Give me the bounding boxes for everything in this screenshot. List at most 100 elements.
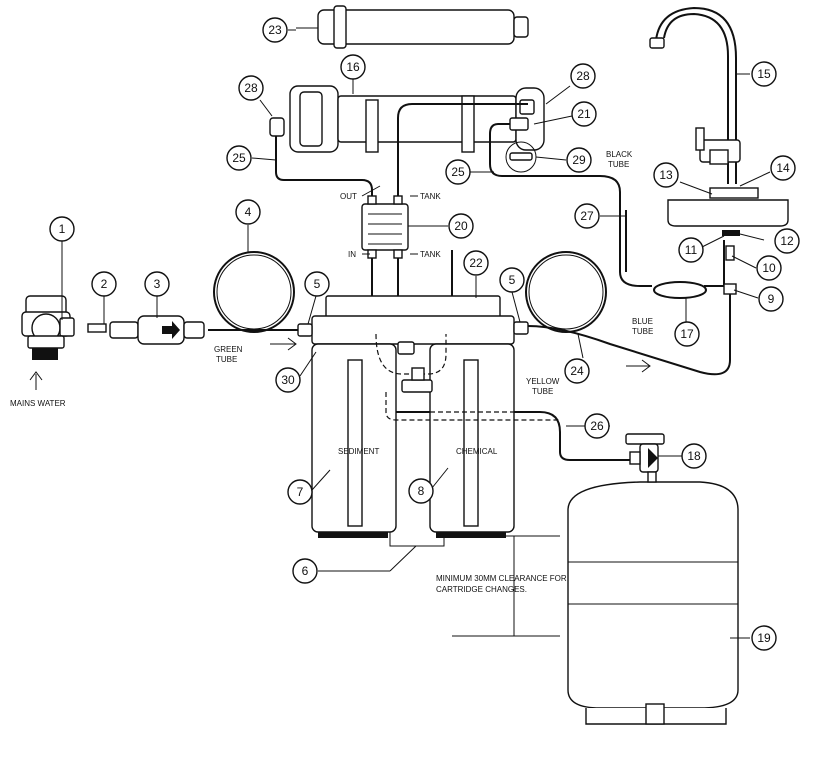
callout-11: 11: [678, 237, 704, 263]
tank-ball-valve: [625, 433, 665, 483]
callout-25-left: 25: [226, 145, 252, 171]
svg-text:28: 28: [244, 81, 258, 95]
svg-text:5: 5: [314, 277, 321, 291]
svg-text:26: 26: [590, 419, 604, 433]
label-green-tube-1: GREEN: [214, 345, 243, 354]
callout-4: 4: [235, 199, 261, 225]
svg-text:28: 28: [576, 69, 590, 83]
callout-7: 7: [287, 479, 313, 505]
callout-10: 10: [756, 255, 782, 281]
callout-8: 8: [408, 478, 434, 504]
callout-13: 13: [653, 162, 679, 188]
svg-text:25: 25: [451, 165, 465, 179]
filter-bracket: [297, 295, 529, 345]
callout-5-left: 5: [304, 271, 330, 297]
svg-text:6: 6: [302, 564, 309, 578]
svg-text:25: 25: [232, 151, 246, 165]
callout-29: 29: [566, 147, 592, 173]
svg-text:21: 21: [577, 107, 591, 121]
label-yellow-tube-2: TUBE: [532, 387, 553, 396]
callout-15: 15: [751, 61, 777, 87]
svg-text:1: 1: [59, 222, 66, 236]
callout-16: 16: [340, 54, 366, 80]
svg-text:9: 9: [768, 292, 775, 306]
sediment-housing: [311, 343, 397, 538]
flow-arrows: [29, 337, 651, 390]
label-yellow-tube-1: YELLOW: [526, 377, 560, 386]
spare-membrane: [296, 5, 529, 49]
svg-text:10: 10: [762, 261, 776, 275]
label-clearance-1: MINIMUM 30MM CLEARANCE FOR: [436, 574, 567, 583]
svg-text:23: 23: [268, 23, 282, 37]
label-chemical: CHEMICAL: [456, 447, 498, 456]
auto-shutoff-valve: [361, 195, 409, 259]
svg-text:13: 13: [659, 168, 673, 182]
svg-text:4: 4: [245, 205, 252, 219]
elbow-fitting-left: [269, 117, 285, 137]
label-clearance-2: CARTRIDGE CHANGES.: [436, 585, 527, 594]
tube-connector: [87, 323, 107, 333]
svg-text:16: 16: [346, 60, 360, 74]
parts-artwork: [21, 5, 789, 725]
clearance-lines: [452, 535, 560, 637]
svg-text:18: 18: [687, 449, 701, 463]
label-in: IN: [348, 250, 356, 259]
faucet: [649, 6, 741, 184]
svg-text:8: 8: [418, 484, 425, 498]
callout-5-right: 5: [499, 267, 525, 293]
callout-20: 20: [448, 213, 474, 239]
label-blue-tube-2: TUBE: [632, 327, 653, 336]
svg-text:15: 15: [757, 67, 771, 81]
connector-valves: [397, 341, 433, 393]
callout-1: 1: [49, 216, 75, 242]
label-tank-bottom: TANK: [420, 250, 441, 259]
svg-text:7: 7: [297, 485, 304, 499]
callouts: 1 2 3 4 5 5 6 7 8 9 10 11 12 13 14 15 16…: [49, 17, 800, 651]
check-valve: [109, 315, 205, 345]
callout-27: 27: [574, 203, 600, 229]
callout-9: 9: [758, 286, 784, 312]
label-green-tube-2: TUBE: [216, 355, 237, 364]
callout-6: 6: [292, 558, 318, 584]
callout-23: 23: [262, 17, 288, 43]
sink-base: [667, 187, 789, 295]
svg-text:30: 30: [281, 373, 295, 387]
callout-19: 19: [751, 625, 777, 651]
svg-text:14: 14: [776, 161, 790, 175]
label-black-tube-1: BLACK: [606, 150, 633, 159]
callout-28-right: 28: [570, 63, 596, 89]
text-labels: MAINS WATER GREEN TUBE OUT IN TANK TANK …: [10, 150, 653, 594]
label-mains-water: MAINS WATER: [10, 399, 66, 408]
svg-text:24: 24: [570, 364, 584, 378]
coil-left: [213, 251, 295, 333]
callout-22: 22: [463, 250, 489, 276]
svg-text:27: 27: [580, 209, 594, 223]
callout-3: 3: [144, 271, 170, 297]
label-blue-tube-1: BLUE: [632, 317, 653, 326]
feed-water-valve: [21, 295, 75, 360]
svg-text:5: 5: [509, 273, 516, 287]
storage-tank: [567, 481, 739, 725]
label-sediment: SEDIMENT: [338, 447, 379, 456]
callout-17: 17: [674, 321, 700, 347]
internal-flow-lines: [375, 333, 560, 421]
membrane-housing: [289, 85, 545, 153]
callout-25-right: 25: [445, 159, 471, 185]
svg-text:20: 20: [454, 219, 468, 233]
callout-18: 18: [681, 443, 707, 469]
svg-text:17: 17: [680, 327, 694, 341]
callout-28-left: 28: [238, 75, 264, 101]
chemical-housing: [429, 343, 515, 538]
callout-12: 12: [774, 228, 800, 254]
callout-30: 30: [275, 367, 301, 393]
svg-text:3: 3: [154, 277, 161, 291]
svg-text:19: 19: [757, 631, 771, 645]
callout-26: 26: [584, 413, 610, 439]
svg-text:2: 2: [101, 277, 108, 291]
label-out: OUT: [340, 192, 357, 201]
svg-text:11: 11: [685, 243, 698, 257]
svg-text:22: 22: [469, 256, 483, 270]
callout-2: 2: [91, 271, 117, 297]
callout-21: 21: [571, 101, 597, 127]
